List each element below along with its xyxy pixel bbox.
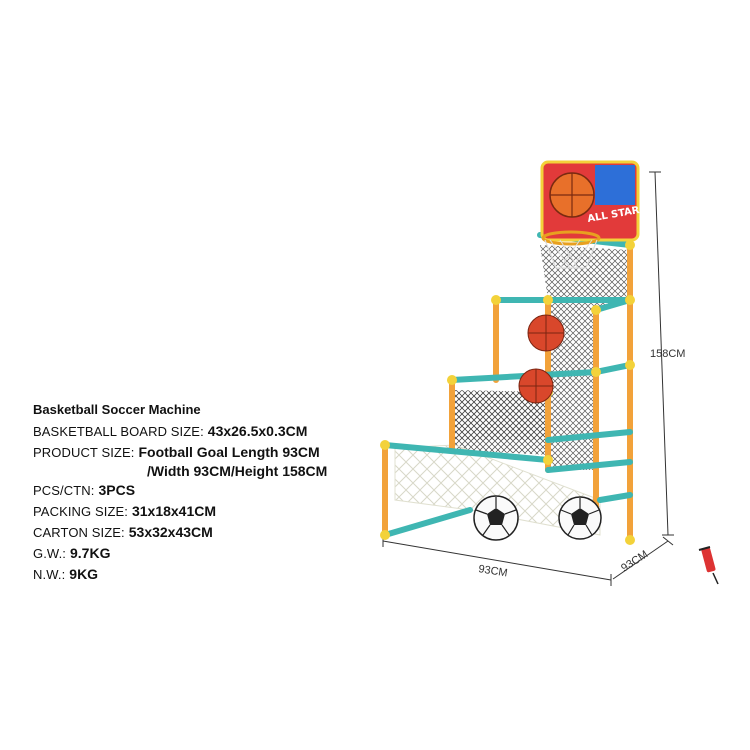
spec-value: 31x18x41CM bbox=[131, 503, 217, 519]
basketball-icon bbox=[518, 368, 554, 404]
spec-value: 43x26.5x0.3CM bbox=[207, 423, 308, 439]
spec-sheet: Basketball Soccer Machine BASKETBALL BOA… bbox=[33, 402, 393, 585]
spec-value-line2: /Width 93CM/Height 158CM bbox=[147, 463, 328, 479]
spec-carton-size: CARTON SIZE:53x32x43CM bbox=[33, 522, 393, 543]
spec-value: 3PCS bbox=[98, 482, 136, 498]
spec-product-size: PRODUCT SIZE:Football Goal Length 93CM /… bbox=[33, 442, 393, 480]
spec-label: PRODUCT SIZE: bbox=[33, 445, 135, 460]
spec-net-weight: N.W.:9KG bbox=[33, 564, 393, 585]
spec-gross-weight: G.W.: 9.7KG bbox=[33, 543, 393, 564]
front-mesh bbox=[455, 390, 550, 455]
spec-packing-size: PACKING SIZE:31x18x41CM bbox=[33, 501, 393, 522]
height-label: 158CM bbox=[650, 348, 685, 360]
spec-value: 9.7KG bbox=[70, 545, 111, 561]
spec-label: G.W.: bbox=[33, 546, 66, 561]
dimension-height: 158CM bbox=[649, 171, 685, 536]
spec-label: PCS/CTN: bbox=[33, 483, 95, 498]
product-title: Basketball Soccer Machine bbox=[33, 402, 201, 417]
spec-label: N.W.: bbox=[33, 567, 66, 582]
spec-label: CARTON SIZE: bbox=[33, 525, 125, 540]
hoop bbox=[541, 230, 601, 269]
spec-board-size: BASKETBALL BOARD SIZE:43x26.5x0.3CM bbox=[33, 421, 393, 442]
spec-pcs-ctn: PCS/CTN:3PCS bbox=[33, 480, 393, 501]
spec-value: Football Goal Length 93CM bbox=[138, 444, 320, 460]
spec-value: 53x32x43CM bbox=[128, 524, 213, 540]
dimension-depth: 93CM bbox=[612, 536, 674, 580]
spec-value: 9KG bbox=[69, 566, 99, 582]
spec-label: PACKING SIZE: bbox=[33, 504, 128, 519]
hand-pump-icon bbox=[698, 546, 719, 585]
backboard: ALL STAR bbox=[540, 160, 641, 242]
width-label: 93CM bbox=[478, 563, 509, 579]
depth-label: 93CM bbox=[619, 548, 650, 574]
basketball-icon bbox=[527, 314, 565, 352]
soccer-ball-icon bbox=[473, 495, 519, 541]
soccer-ball-icon bbox=[558, 496, 602, 540]
dimension-width: 93CM bbox=[382, 535, 612, 586]
spec-label: BASKETBALL BOARD SIZE: bbox=[33, 424, 204, 439]
